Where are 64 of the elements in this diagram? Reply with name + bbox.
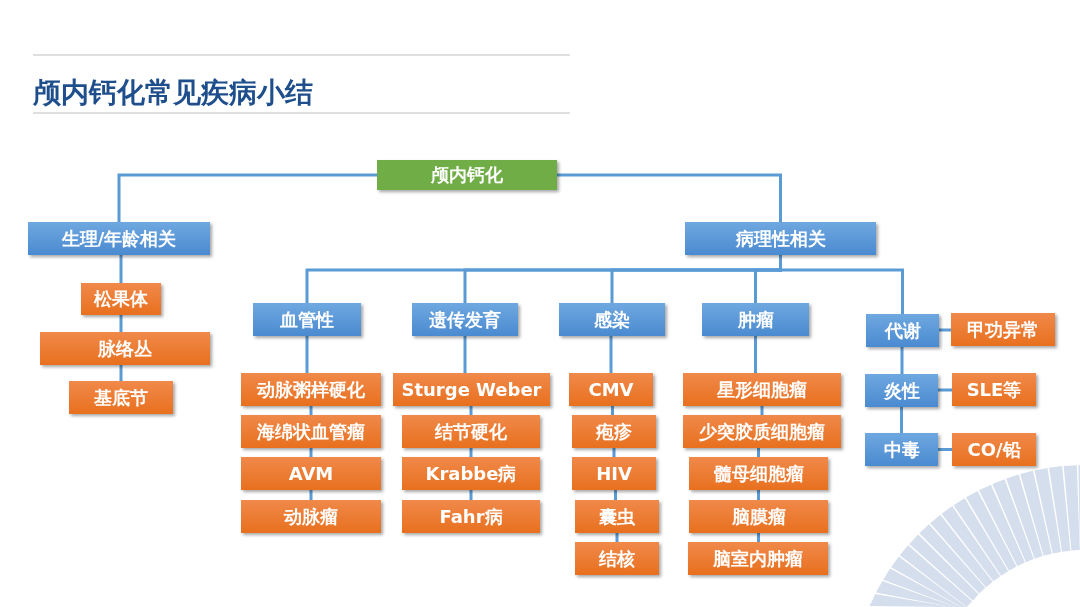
disease-box: Krabbe病 bbox=[402, 457, 540, 490]
connector-line bbox=[609, 336, 613, 373]
disease-box: 脑膜瘤 bbox=[689, 500, 828, 533]
connector-line bbox=[754, 336, 757, 373]
disease-box: 海绵状血管瘤 bbox=[241, 415, 381, 448]
connector-line bbox=[615, 533, 619, 542]
connector-line bbox=[900, 347, 904, 374]
disease-box: 脉络丛 bbox=[40, 332, 210, 365]
root-box: 颅内钙化 bbox=[377, 160, 557, 190]
connector-line bbox=[469, 490, 473, 500]
connector-line bbox=[757, 448, 760, 457]
connector-line bbox=[469, 448, 473, 457]
disease-box: 少突胶质细胞瘤 bbox=[683, 415, 841, 448]
disease-box: 囊虫 bbox=[575, 500, 659, 533]
category-box: 中毒 bbox=[865, 433, 938, 466]
connector-line bbox=[938, 448, 952, 451]
category-box: 血管性 bbox=[253, 303, 361, 336]
connector-line bbox=[117, 173, 377, 222]
disease-box: 疱疹 bbox=[572, 415, 656, 448]
slide-title: 颅内钙化常见疾病小结 bbox=[33, 75, 313, 111]
disease-box: SLE等 bbox=[952, 373, 1036, 406]
connector-line bbox=[119, 315, 123, 332]
disease-box: 星形细胞瘤 bbox=[683, 373, 841, 406]
connector-line bbox=[757, 490, 760, 500]
disease-box: 动脉粥样硬化 bbox=[241, 373, 381, 406]
connector-line bbox=[900, 407, 903, 433]
disease-box: 松果体 bbox=[81, 283, 161, 315]
category-box: 生理/年龄相关 bbox=[28, 222, 210, 255]
connector-line bbox=[939, 328, 951, 332]
connector-line bbox=[305, 336, 309, 373]
connector-line bbox=[760, 406, 764, 415]
disease-box: HIV bbox=[572, 457, 656, 490]
category-box: 炎性 bbox=[865, 374, 938, 407]
disease-box: Sturge Weber bbox=[393, 373, 550, 406]
category-box: 肿瘤 bbox=[702, 303, 809, 336]
connector-line bbox=[463, 336, 467, 373]
disease-box: 脑室内肿瘤 bbox=[688, 542, 828, 575]
connector-line bbox=[757, 533, 760, 542]
category-box: 代谢 bbox=[866, 314, 939, 347]
disease-box: CO/铅 bbox=[952, 433, 1036, 466]
connector-line bbox=[557, 173, 782, 222]
category-box: 遗传发育 bbox=[412, 303, 518, 336]
connector-line bbox=[611, 406, 614, 415]
disease-box: 甲功异常 bbox=[951, 313, 1055, 346]
connector-line bbox=[779, 255, 904, 314]
connector-line bbox=[938, 388, 952, 392]
connector-line bbox=[119, 365, 123, 381]
category-box: 感染 bbox=[559, 303, 665, 336]
connector-line bbox=[469, 406, 473, 415]
connector-line bbox=[309, 490, 313, 500]
connector-line bbox=[119, 255, 123, 283]
disease-box: 动脉瘤 bbox=[241, 500, 381, 533]
disease-box: 髓母细胞瘤 bbox=[689, 457, 828, 490]
disease-box: 基底节 bbox=[69, 381, 173, 414]
disease-box: Fahr病 bbox=[402, 500, 540, 533]
disease-box: CMV bbox=[569, 373, 653, 406]
disease-box: 结核 bbox=[575, 542, 659, 575]
connector-line bbox=[309, 448, 313, 457]
disease-box: AVM bbox=[241, 457, 381, 490]
connector-line bbox=[614, 490, 617, 500]
connector-line bbox=[612, 448, 616, 457]
connector-line bbox=[309, 406, 313, 415]
disease-box: 结节硬化 bbox=[402, 415, 540, 448]
category-box: 病理性相关 bbox=[685, 222, 876, 255]
